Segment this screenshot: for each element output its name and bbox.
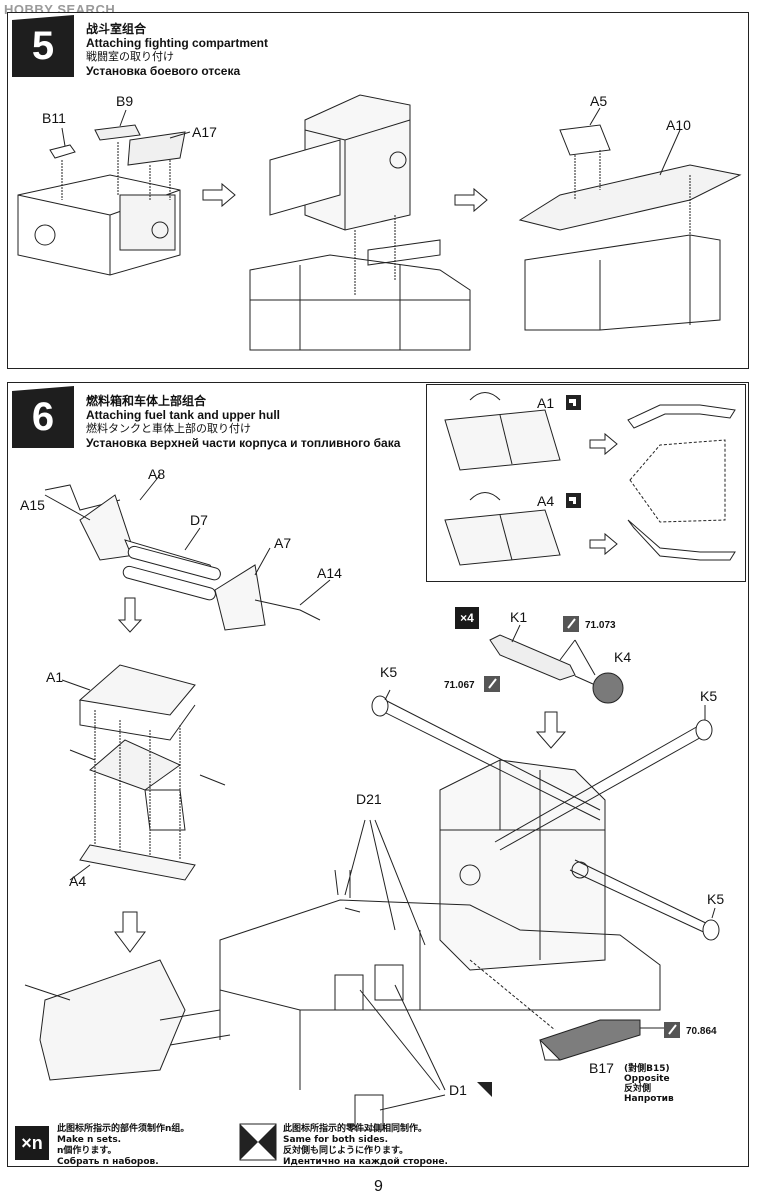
legend-same-both-sides: 此图标所指示的零件对侧相同制作。 Same for both sides. 反対…: [283, 1124, 448, 1168]
part-label-d1: D1: [449, 1082, 467, 1098]
part-label-b9: B9: [116, 93, 134, 109]
step6-badge: 6: [12, 386, 74, 448]
part-label-a17: A17: [192, 124, 217, 140]
paint-code-70864: 70.864: [686, 1026, 717, 1037]
opposite-note: (對側B15) Opposite 反対側 Напротив: [624, 1064, 674, 1104]
paint-code-71067: 71.067: [444, 680, 475, 691]
multiplier-icon-x4: ×4: [455, 607, 479, 629]
step5-title-jp: 戦闘室の取り付け: [86, 50, 174, 63]
part-label-a4-inset: A4: [537, 493, 555, 509]
paint-code-71073: 71.073: [585, 620, 616, 631]
part-label-k5-left: K5: [380, 664, 398, 680]
step6-title-cn: 燃料箱和车体上部组合: [86, 394, 207, 408]
part-label-k4: K4: [614, 649, 632, 665]
part-label-a7: A7: [274, 535, 292, 551]
part-label-k5-lower: K5: [707, 891, 725, 907]
legend-both-cn: 此图标所指示的零件对侧相同制作。: [283, 1124, 428, 1134]
part-label-a8: A8: [148, 466, 166, 482]
opposite-note-ru: Напротив: [624, 1094, 674, 1104]
step6-title-ru: Установка верхней части корпуса и топлив…: [86, 436, 401, 450]
part-label-d21: D21: [356, 791, 382, 807]
part-label-a15: A15: [20, 497, 45, 513]
opposite-note-en: Opposite: [624, 1074, 670, 1084]
step5-titles: 战斗室组合 Attaching fighting compartment 戦闘室…: [86, 22, 268, 78]
step6-title-jp: 燃料タンクと車体上部の取り付け: [86, 422, 251, 435]
part-label-k5-right: K5: [700, 688, 718, 704]
step6-titles: 燃料箱和车体上部组合 Attaching fuel tank and upper…: [86, 394, 400, 450]
opposite-note-jp: 反対側: [624, 1084, 652, 1094]
legend-make-n-sets: 此图标所指示的部件须制作n组。 Make n sets. n個作ります。 Соб…: [57, 1124, 189, 1168]
step5-title-ru: Установка боевого отсека: [86, 64, 241, 78]
part-label-a1-inset: A1: [537, 395, 555, 411]
legend-xn-jp: n個作ります。: [57, 1146, 117, 1156]
part-label-a1: A1: [46, 669, 64, 685]
legend-both-ru: Идентично на каждой стороне.: [283, 1157, 448, 1167]
part-label-d7: D7: [190, 512, 208, 528]
part-label-a5: A5: [590, 93, 608, 109]
step5-badge: 5: [12, 15, 74, 77]
part-label-b17: B17: [589, 1060, 614, 1076]
part-label-k1: K1: [510, 609, 528, 625]
page-number: 9: [374, 1178, 383, 1195]
legend-xn-en: Make n sets.: [57, 1135, 122, 1145]
legend-both-jp: 反対側も同じように作ります。: [283, 1146, 409, 1156]
part-label-b11: B11: [42, 110, 66, 126]
part-label-a4: A4: [69, 873, 87, 889]
part-label-a14: A14: [317, 565, 342, 581]
legend-both-en: Same for both sides.: [283, 1135, 389, 1145]
opposite-note-cn: (對側B15): [624, 1064, 670, 1074]
legend-xn-cn: 此图标所指示的部件须制作n组。: [57, 1124, 190, 1134]
step5-title-cn: 战斗室组合: [86, 22, 147, 36]
legend-xn-ru: Собрать n наборов.: [57, 1157, 159, 1167]
part-label-a10: A10: [666, 117, 691, 133]
step6-title-en: Attaching fuel tank and upper hull: [86, 408, 281, 422]
make-n-sets-icon: ×n: [15, 1126, 49, 1160]
step5-title-en: Attaching fighting compartment: [86, 36, 268, 50]
